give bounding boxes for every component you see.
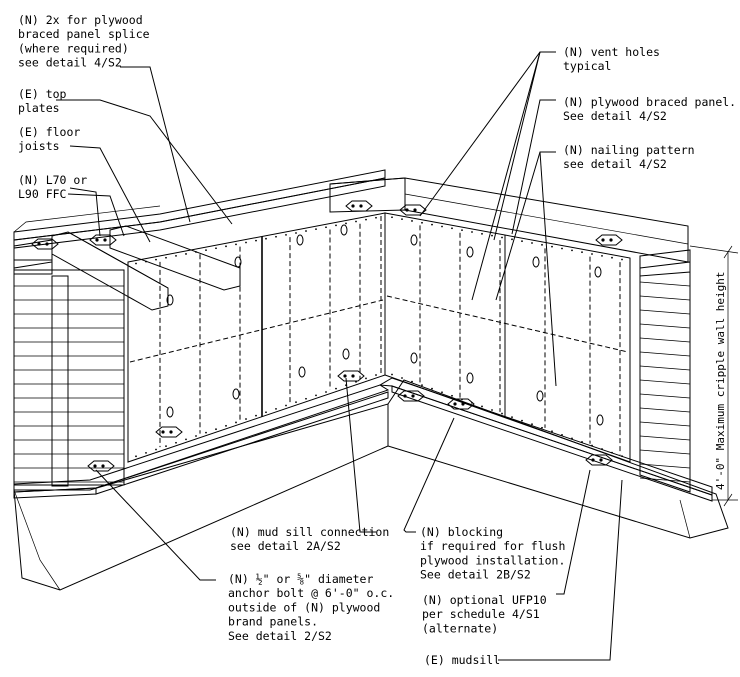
vent-hole — [166, 294, 174, 306]
callout-splice-line: (where required) — [18, 41, 129, 55]
vent-hole — [410, 234, 418, 246]
callout-anchor-line: See detail 2/S2 — [228, 629, 332, 643]
callout-blocking-line: if required for flush — [420, 539, 565, 553]
callout-anchor-line: anchor bolt @ 6'-0" o.c. — [228, 586, 394, 600]
callout-mudsillconn-line: (N) mud sill connection — [230, 525, 389, 539]
cripple-wall-height-dimension: 4'-0" Maximum cripple wall height — [689, 245, 739, 507]
callout-ffc-line: (N) L70 or — [18, 173, 87, 187]
vent-hole — [166, 406, 174, 418]
callout-splice-line: braced panel splice — [18, 27, 150, 41]
ffc-clip-icon — [345, 200, 373, 212]
plywood-braced-panels — [127, 212, 631, 463]
plywood-panel-right — [384, 212, 631, 463]
vent-hole — [410, 352, 418, 364]
callout-topplates-line: plates — [18, 101, 60, 115]
floor-joists — [13, 205, 241, 311]
vent-hole — [594, 266, 602, 278]
mud-sill-connector-icon — [155, 426, 183, 438]
ufp-anchor-icon — [397, 390, 425, 402]
vent-hole — [466, 372, 474, 384]
plywood-panel-left — [127, 212, 386, 463]
blocking-connector-icon — [447, 398, 475, 410]
vent-hole — [596, 414, 604, 426]
callout-ufp-line: (N) optional UFP10 — [422, 593, 547, 607]
callout-mudsill-line: (E) mudsill — [424, 653, 500, 667]
callout-anchor-line: outside of (N) plywood — [228, 600, 380, 614]
vent-hole — [234, 256, 242, 268]
anchor-bolt-icon — [87, 460, 115, 472]
concrete-foundation — [13, 379, 729, 591]
ffc-clip-icon — [399, 204, 427, 216]
callout-ffc-line: L90 FFC — [18, 187, 67, 201]
callout-splice-line: (N) 2x for plywood — [18, 13, 143, 27]
vent-hole — [466, 246, 474, 258]
vent-hole — [296, 234, 304, 246]
vent-hole — [532, 256, 540, 268]
vent-hole — [298, 366, 306, 378]
callout-joists-line: joists — [18, 139, 60, 153]
vent-hole — [340, 224, 348, 236]
vent-hole — [342, 348, 350, 360]
callout-panel-line: (N) plywood braced panel. — [563, 95, 736, 109]
vent-hole — [232, 388, 240, 400]
callout-anchor-line: (N) ½" or ⅝" diameter — [228, 572, 373, 586]
callout-ufp-line: (alternate) — [422, 621, 498, 635]
callout-blocking-line: plywood installation. — [420, 553, 565, 567]
vent-hole — [536, 390, 544, 402]
ufp-anchor-icon — [585, 454, 613, 466]
mudsill — [13, 377, 713, 502]
left-existing-wall — [13, 259, 125, 487]
callout-nailing-line: (N) nailing pattern — [563, 143, 695, 157]
callout-panel-line: See detail 4/S2 — [563, 109, 667, 123]
callout-mudsillconn-line: see detail 2A/S2 — [230, 539, 341, 553]
callout-blocking-line: See detail 2B/S2 — [420, 568, 531, 582]
callout-topplates-line: (E) top — [18, 87, 67, 101]
callout-anchor-line: brand panels. — [228, 615, 318, 629]
leader-lines — [56, 51, 623, 661]
callout-blocking-line: (N) blocking — [420, 525, 503, 539]
dimension-label: 4'-0" Maximum cripple wall height — [714, 271, 727, 490]
callout-joists-line: (E) floor — [18, 125, 80, 139]
ffc-clip-icon — [595, 234, 623, 246]
callout-ufp-line: per schedule 4/S1 — [422, 607, 540, 621]
callout-nailing-line: see detail 4/S2 — [563, 157, 667, 171]
callout-splice-line: see detail 4/S2 — [18, 56, 122, 70]
mud-sill-connector-icon — [337, 370, 365, 382]
ffc-clip-icon — [31, 238, 59, 250]
ffc-clip-icon — [89, 234, 117, 246]
right-existing-wall — [639, 261, 691, 493]
callout-vent-line: (N) vent holes — [563, 45, 660, 59]
callout-vent-line: typical — [563, 59, 611, 73]
top-plates — [13, 169, 691, 277]
cripple-stud — [51, 275, 69, 487]
ffc-clips — [31, 200, 623, 472]
